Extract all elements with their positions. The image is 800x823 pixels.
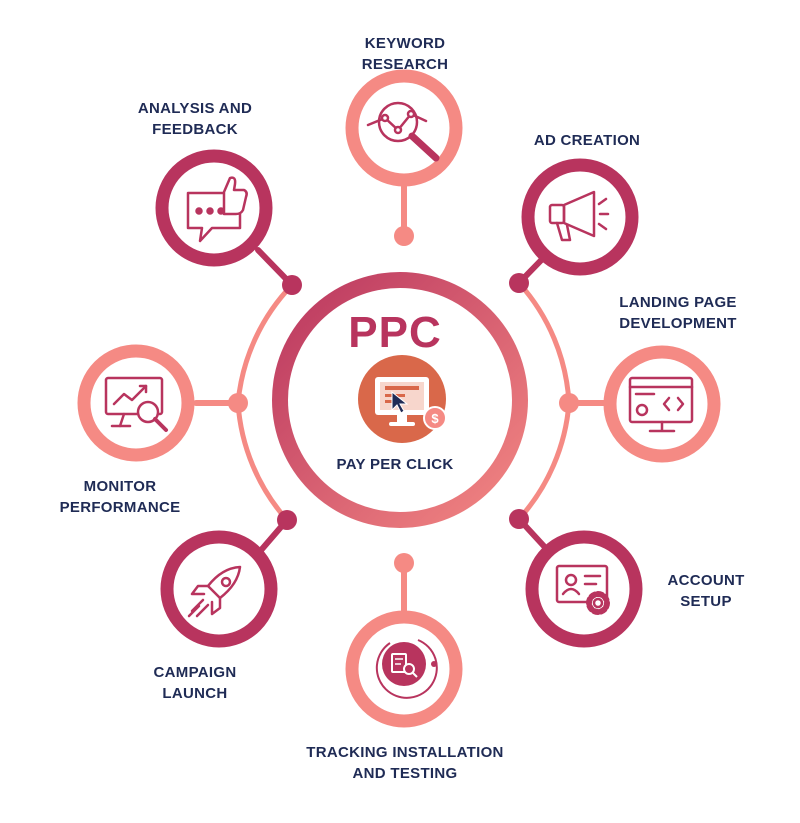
label-line: DEVELOPMENT	[619, 315, 737, 332]
label-line: LANDING PAGE	[619, 294, 737, 311]
node-landing-page	[603, 345, 721, 463]
hub-subtitle: PAY PER CLICK	[336, 456, 454, 473]
label-landing-page: LANDING PAGE DEVELOPMENT	[598, 292, 758, 334]
node-campaign-launch	[160, 530, 278, 648]
hub: $	[272, 272, 528, 528]
label-line: ACCOUNT	[667, 572, 745, 589]
chart-magnifier-icon	[104, 376, 168, 432]
label-line: LAUNCH	[162, 685, 228, 702]
magnifier-chart-icon	[366, 101, 440, 162]
label-line: KEYWORD	[364, 35, 446, 52]
megaphone-icon	[548, 190, 610, 242]
label-line: TRACKING INSTALLATION	[306, 744, 504, 761]
label-line: MONITOR	[83, 478, 157, 495]
code-monitor-icon	[628, 376, 694, 433]
label-line: AD CREATION	[533, 132, 641, 149]
outer-ring-arcs	[235, 281, 572, 522]
label-line: ANALYSIS AND	[137, 100, 253, 117]
label-campaign-launch: CAMPAIGN LAUNCH	[120, 662, 270, 704]
label-line: SETUP	[680, 593, 732, 610]
label-analysis-feedback: ANALYSIS AND FEEDBACK	[115, 98, 275, 140]
pay-per-click-monitor-icon: $	[358, 355, 447, 443]
label-line: CAMPAIGN	[153, 664, 237, 681]
node-keyword-research	[345, 69, 463, 187]
id-card-gear-icon	[555, 564, 610, 615]
hub-title: PPC	[348, 308, 442, 357]
tracking-search-icon	[375, 639, 438, 699]
node-account-setup	[525, 530, 643, 648]
label-monitor-performance: MONITOR PERFORMANCE	[40, 476, 200, 518]
label-line: FEEDBACK	[152, 121, 238, 138]
node-tracking	[345, 610, 463, 728]
label-line: PERFORMANCE	[59, 499, 181, 516]
node-monitor-performance	[77, 344, 195, 462]
label-line: RESEARCH	[361, 56, 449, 73]
label-tracking: TRACKING INSTALLATION AND TESTING	[280, 742, 530, 784]
label-line: AND TESTING	[352, 765, 458, 782]
thumbs-up-chat-icon	[186, 176, 248, 243]
node-analysis-feedback	[155, 149, 273, 267]
connector-dots	[228, 226, 579, 573]
label-ad-creation: AD CREATION	[512, 130, 662, 151]
label-account-setup: ACCOUNT SETUP	[636, 570, 776, 612]
node-ad-creation	[521, 158, 639, 276]
svg-text:$: $	[431, 411, 439, 426]
rocket-icon	[187, 565, 242, 618]
label-keyword-research: KEYWORD RESEARCH	[330, 33, 480, 75]
